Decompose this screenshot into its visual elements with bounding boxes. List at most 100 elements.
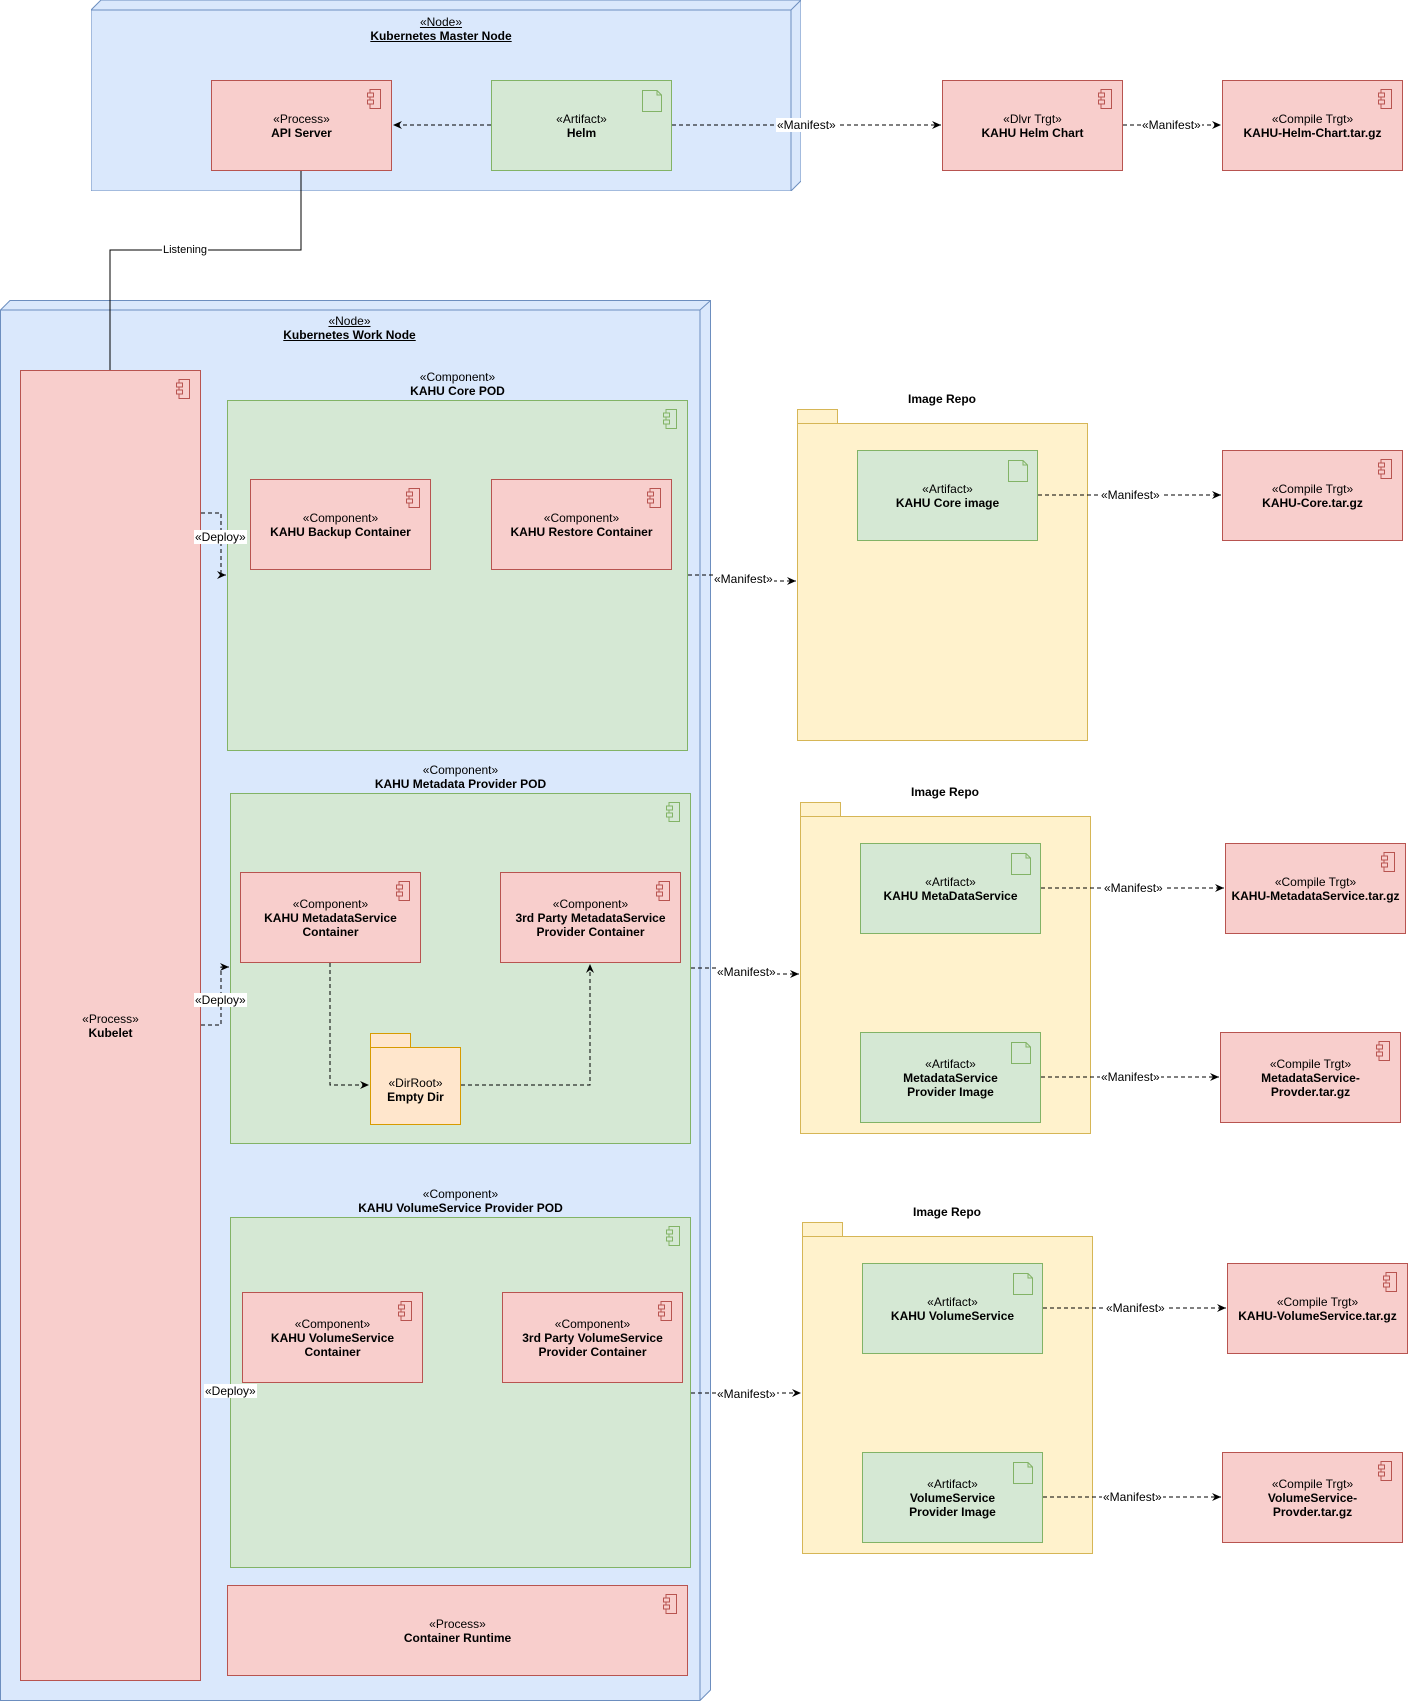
stereotype: «Compile Trgt» xyxy=(1271,481,1354,496)
target-metadataservice-provder-tar[interactable]: «Compile Trgt» MetadataService- Provder.… xyxy=(1220,1032,1401,1123)
target-kahu-metadataservice-tar[interactable]: «Compile Trgt» KAHU-MetadataService.tar.… xyxy=(1225,843,1406,934)
component-icon xyxy=(1376,1041,1390,1061)
stereotype: «Process» xyxy=(429,1616,486,1631)
repo-2-title: Image Repo xyxy=(910,785,979,799)
target-kahu-core-tar[interactable]: «Compile Trgt» KAHU-Core.tar.gz xyxy=(1222,450,1403,541)
repo-1-title: Image Repo xyxy=(907,392,976,406)
backup-container[interactable]: «Component» KAHU Backup Container xyxy=(250,479,431,570)
helm-chart-stereotype: «Dlvr Trgt» xyxy=(1003,111,1062,126)
target-volumeservice-provder-tar[interactable]: «Compile Trgt» VolumeService- Provder.ta… xyxy=(1222,1452,1403,1543)
manifest-label: «Manifest» xyxy=(716,1387,777,1401)
target-label: «Compile Trgt» KAHU-Core.tar.gz xyxy=(1223,482,1402,510)
empty-dir-label: «DirRoot» Empty Dir xyxy=(370,1076,461,1104)
stereotype: «Component» xyxy=(292,896,369,911)
artifact-kahu-core-image[interactable]: «Artifact» KAHU Core image xyxy=(857,450,1038,541)
name-line1: KAHU-MetadataService.tar.gz xyxy=(1231,888,1400,903)
helm-chart-target[interactable]: «Dlvr Trgt» KAHU Helm Chart xyxy=(942,80,1123,171)
api-server-stereotype: «Process» xyxy=(273,111,330,126)
kubelet[interactable]: «Process» Kubelet xyxy=(20,370,201,1681)
document-icon xyxy=(1008,460,1028,482)
empty-dir[interactable]: «DirRoot» Empty Dir xyxy=(370,1033,461,1125)
restore-stereotype: «Component» xyxy=(543,510,620,525)
name-line2: Provider Image xyxy=(909,1504,996,1519)
metadata-service-container-label: «Component» KAHU MetadataService Contain… xyxy=(241,897,420,939)
helm-tar-name: KAHU-Helm-Chart.tar.gz xyxy=(1243,125,1382,140)
manifest-label: «Manifest» xyxy=(716,965,777,979)
name-line1: MetadataService xyxy=(903,1070,998,1085)
document-icon xyxy=(1011,1042,1031,1064)
name-line2: Provider Container xyxy=(538,1344,647,1359)
manifest-label: «Manifest» xyxy=(1102,1490,1163,1504)
stereotype: «Artifact» xyxy=(925,874,976,889)
name-line1: KAHU MetadataService xyxy=(264,910,397,925)
artifact-label: «Artifact» MetadataService Provider Imag… xyxy=(861,1057,1040,1099)
stereotype: «Component» xyxy=(294,1316,371,1331)
helm-name: Helm xyxy=(566,125,597,140)
name-line1: KAHU VolumeService xyxy=(890,1308,1015,1323)
target-kahu-volumeservice-tar[interactable]: «Compile Trgt» KAHU-VolumeService.tar.gz xyxy=(1227,1263,1408,1354)
artifact-label: «Artifact» KAHU MetaDataService xyxy=(861,875,1040,903)
artifact-kahu-metadataservice[interactable]: «Artifact» KAHU MetaDataService xyxy=(860,843,1041,934)
restore-container[interactable]: «Component» KAHU Restore Container xyxy=(491,479,672,570)
component-icon xyxy=(1378,1461,1392,1481)
component-icon xyxy=(396,881,410,901)
kubelet-label: «Process» Kubelet xyxy=(21,1012,200,1040)
name-line1: 3rd Party MetadataService xyxy=(515,910,666,925)
master-node[interactable]: «Node» Kubernetes Master Node xyxy=(91,0,801,191)
helm-tar-stereotype: «Compile Trgt» xyxy=(1271,111,1354,126)
api-server-name: API Server xyxy=(271,125,332,140)
name-line1: 3rd Party VolumeService xyxy=(522,1330,663,1345)
api-server[interactable]: «Process» API Server xyxy=(211,80,392,171)
name-line1: KAHU MetaDataService xyxy=(883,888,1018,903)
volume-service-container-label: «Component» KAHU VolumeService Container xyxy=(243,1317,422,1359)
stereotype: «Compile Trgt» xyxy=(1276,1294,1359,1309)
helm-tar-target[interactable]: «Compile Trgt» KAHU-Helm-Chart.tar.gz xyxy=(1222,80,1403,171)
work-node-label: «Node» Kubernetes Work Node xyxy=(0,314,699,342)
target-label: «Compile Trgt» VolumeService- Provder.ta… xyxy=(1223,1477,1402,1519)
helm-artifact[interactable]: «Artifact» Helm xyxy=(491,80,672,171)
artifact-label: «Artifact» KAHU Core image xyxy=(858,482,1037,510)
component-icon xyxy=(367,89,381,109)
folder-shape xyxy=(370,1033,461,1125)
component-icon xyxy=(658,1301,672,1321)
deploy-label: «Deploy» xyxy=(194,993,247,1007)
api-server-label: «Process» API Server xyxy=(212,112,391,140)
manifest-label: «Manifest» xyxy=(1100,1070,1161,1084)
core-pod-title: «Component» KAHU Core POD xyxy=(227,370,688,398)
stereotype: «Component» xyxy=(554,1316,631,1331)
stereotype: «Compile Trgt» xyxy=(1269,1056,1352,1071)
document-icon xyxy=(1011,853,1031,875)
artifact-volumeservice-provider-image[interactable]: «Artifact» VolumeService Provider Image xyxy=(862,1452,1043,1543)
stereotype: «Artifact» xyxy=(927,1294,978,1309)
core-pod-stereotype: «Component» xyxy=(419,370,496,384)
manifest-label: «Manifest» xyxy=(1100,488,1161,502)
manifest-label: «Manifest» xyxy=(1105,1301,1166,1315)
deploy-label: «Deploy» xyxy=(194,530,247,544)
kubelet-name: Kubelet xyxy=(88,1025,133,1040)
artifact-kahu-volumeservice[interactable]: «Artifact» KAHU VolumeService xyxy=(862,1263,1043,1354)
kubelet-stereotype: «Process» xyxy=(82,1011,139,1026)
component-icon xyxy=(663,1594,677,1614)
name-line2: Provder.tar.gz xyxy=(1272,1504,1353,1519)
volume-service-container[interactable]: «Component» KAHU VolumeService Container xyxy=(242,1292,423,1383)
helm-chart-name: KAHU Helm Chart xyxy=(981,125,1084,140)
backup-name: KAHU Backup Container xyxy=(270,524,411,539)
name-line1: KAHU-VolumeService.tar.gz xyxy=(1238,1308,1397,1323)
master-node-stereotype: «Node» xyxy=(419,15,463,29)
metadata-3rd-party-container[interactable]: «Component» 3rd Party MetadataService Pr… xyxy=(500,872,681,963)
volume-pod[interactable] xyxy=(230,1217,691,1568)
core-pod[interactable] xyxy=(227,400,688,751)
stereotype: «Artifact» xyxy=(927,1476,978,1491)
container-runtime[interactable]: «Process» Container Runtime xyxy=(227,1585,688,1676)
volume-3rd-party-container[interactable]: «Component» 3rd Party VolumeService Prov… xyxy=(502,1292,683,1383)
volume-pod-stereotype: «Component» xyxy=(422,1187,499,1201)
metadata-pod-stereotype: «Component» xyxy=(422,763,499,777)
work-node-stereotype: «Node» xyxy=(328,314,371,328)
manifest-label: «Manifest» xyxy=(713,572,774,586)
name-line2: Container xyxy=(302,924,359,939)
document-icon xyxy=(1013,1273,1033,1295)
metadata-service-container[interactable]: «Component» KAHU MetadataService Contain… xyxy=(240,872,421,963)
container-runtime-label: «Process» Container Runtime xyxy=(228,1617,687,1645)
component-icon xyxy=(1381,852,1395,872)
artifact-metadataservice-provider-image[interactable]: «Artifact» MetadataService Provider Imag… xyxy=(860,1032,1041,1123)
